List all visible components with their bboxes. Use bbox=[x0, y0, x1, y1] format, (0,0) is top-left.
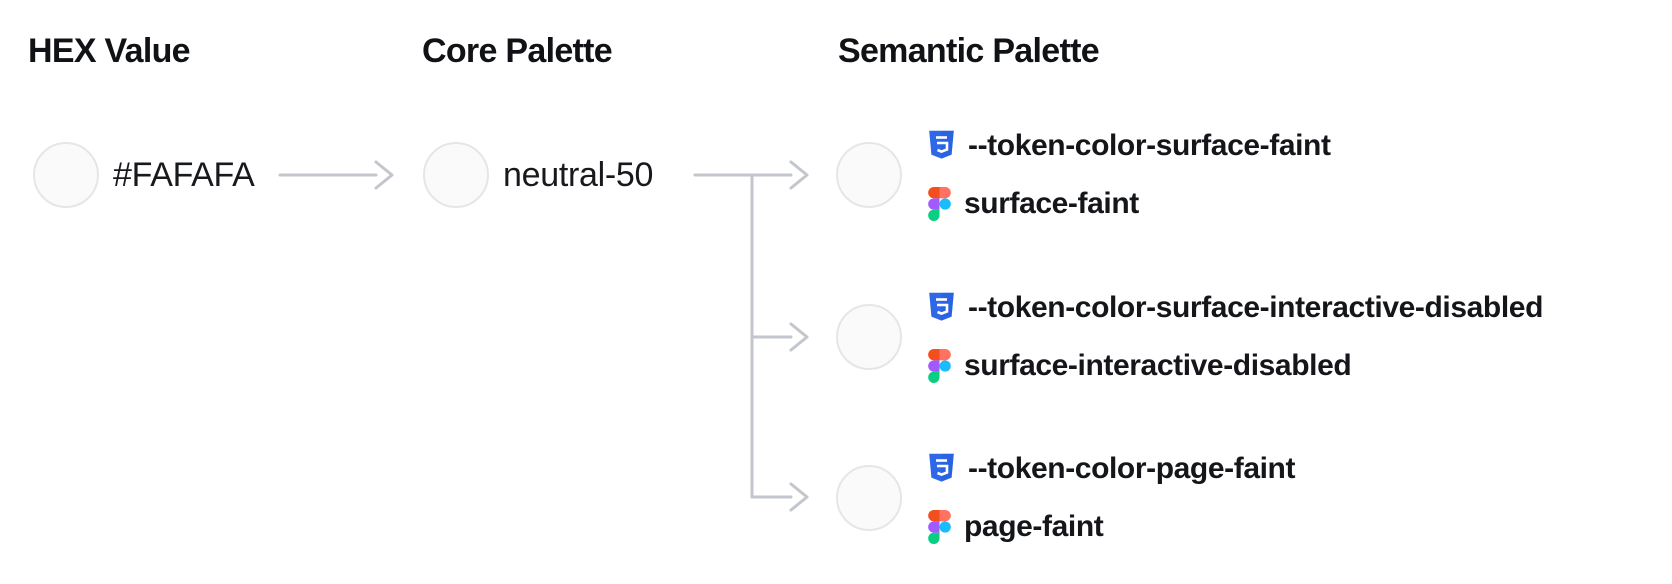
css-variable-line: --token-color-surface-interactive-disabl… bbox=[928, 291, 1543, 325]
heading-hex-value: HEX Value bbox=[28, 32, 191, 70]
semantic-color-swatch bbox=[836, 465, 902, 531]
figma-style-label: surface-interactive-disabled bbox=[964, 349, 1352, 382]
figma-style-line: surface-faint bbox=[928, 187, 1331, 221]
css-variable-line: --token-color-surface-faint bbox=[928, 129, 1331, 163]
semantic-color-swatch bbox=[836, 142, 902, 208]
semantic-token-row: --token-color-surface-faint surface-fain… bbox=[836, 110, 1331, 240]
figma-logo-icon bbox=[928, 187, 951, 221]
hex-value-label: #FAFAFA bbox=[113, 155, 255, 194]
css-variable-label: --token-color-page-faint bbox=[968, 452, 1296, 485]
figma-logo-icon bbox=[928, 349, 951, 383]
css3-shield-icon bbox=[928, 453, 955, 485]
semantic-token-row: --token-color-surface-interactive-disabl… bbox=[836, 272, 1543, 402]
css3-shield-icon bbox=[928, 130, 955, 162]
css-variable-line: --token-color-page-faint bbox=[928, 452, 1295, 486]
heading-semantic-palette: Semantic Palette bbox=[838, 32, 1100, 70]
semantic-token-row: --token-color-page-faint page-faint bbox=[836, 433, 1295, 563]
css-variable-label: --token-color-surface-faint bbox=[968, 129, 1331, 162]
core-color-swatch bbox=[423, 142, 489, 208]
connector-core-to-semantic bbox=[693, 160, 809, 512]
figma-style-label: surface-faint bbox=[964, 187, 1139, 220]
core-palette-chip: neutral-50 bbox=[423, 142, 653, 208]
figma-style-line: surface-interactive-disabled bbox=[928, 349, 1543, 383]
semantic-color-swatch bbox=[836, 304, 902, 370]
css-variable-label: --token-color-surface-interactive-disabl… bbox=[968, 291, 1543, 324]
figma-style-label: page-faint bbox=[964, 510, 1104, 543]
hex-color-swatch bbox=[33, 142, 99, 208]
heading-core-palette: Core Palette bbox=[422, 32, 613, 70]
core-name-label: neutral-50 bbox=[503, 155, 654, 194]
figma-logo-icon bbox=[928, 510, 951, 544]
arrow-hex-to-core bbox=[278, 160, 394, 190]
css3-shield-icon bbox=[928, 292, 955, 324]
figma-style-line: page-faint bbox=[928, 510, 1295, 544]
hex-value-chip: #FAFAFA bbox=[33, 142, 255, 208]
